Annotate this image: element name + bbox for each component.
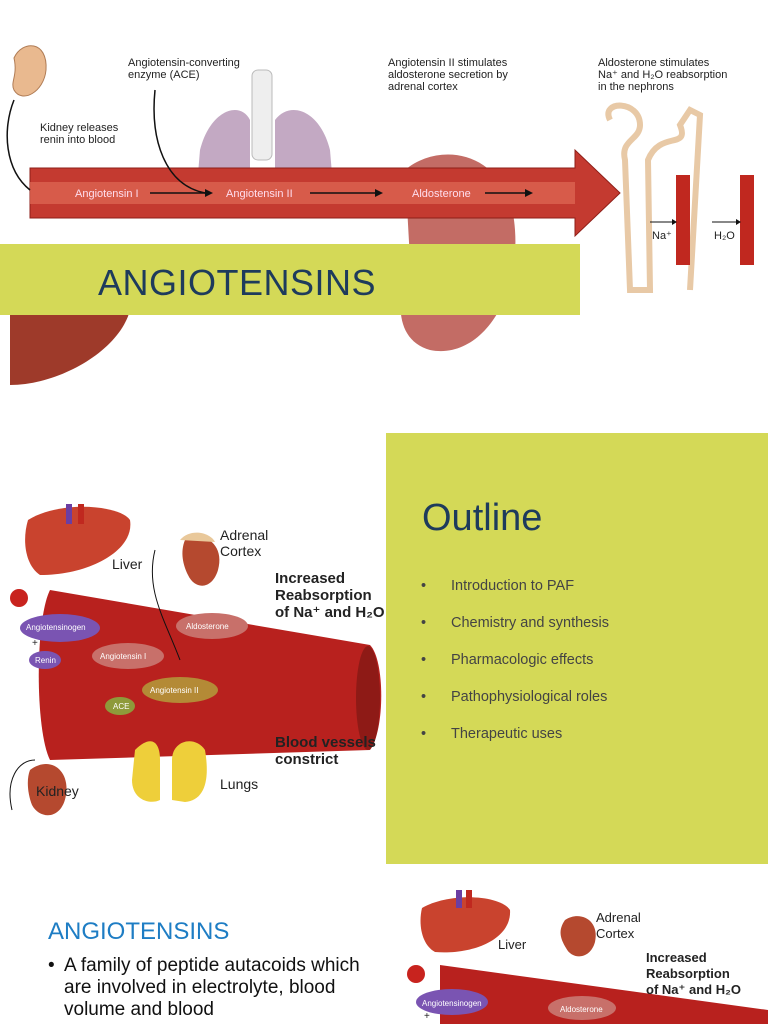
label-na: Na⁺ xyxy=(652,230,672,242)
caption-ace: Angiotensin-converting enzyme (ACE) xyxy=(128,57,240,81)
raas-diagram xyxy=(9,504,382,816)
oval-label-angiotensinogen: Angiotensinogen xyxy=(422,999,482,1008)
oval-label-ace: ACE xyxy=(113,702,130,711)
oval-label-angiotensinogen: Angiotensinogen xyxy=(26,623,86,632)
diagram-label-increased: Increased Reabsorption of Na⁺ and H₂O xyxy=(275,570,385,621)
outline-title: Outline xyxy=(422,497,543,539)
diagram-label-adrenal: Adrenal Cortex xyxy=(220,527,269,559)
kidney-icon xyxy=(12,45,47,97)
renin-oval xyxy=(29,651,61,669)
angiotensin-i-oval xyxy=(92,643,164,669)
oval-label-angiotensin-i: Angiotensin I xyxy=(100,652,147,661)
outline-item: • Pharmacologic effects xyxy=(421,651,609,688)
bullet-icon: • xyxy=(421,652,427,668)
outline-item: • Therapeutic uses xyxy=(421,725,609,762)
diagram-label-lungs: Lungs xyxy=(220,776,259,792)
oval-label-plus: + xyxy=(32,638,38,649)
outline-item: • Introduction to PAF xyxy=(421,577,609,614)
raas-diagram-partial xyxy=(407,890,768,1024)
aldosterone-oval xyxy=(548,996,616,1020)
oval-label-renin: Renin xyxy=(35,656,56,665)
slide-2: Adrenal Cortex Liver Increased Reabsorpt… xyxy=(0,400,768,880)
title-band xyxy=(0,244,580,315)
caption-aldosterone: Aldosterone stimulates Na⁺ and H₂O reabs… xyxy=(598,57,728,93)
blood-vessel xyxy=(38,590,382,760)
bullet-icon: • xyxy=(421,615,427,631)
label-h2o: H₂O xyxy=(714,230,735,242)
diagram-label-blood-vessels: Blood vessels constrict xyxy=(275,734,376,768)
slide-3: ANGIOTENSINS • A family of peptide autac… xyxy=(0,880,768,1024)
blood-cell-icon xyxy=(407,965,425,983)
kidney-icon xyxy=(27,764,67,816)
slide-3-body: • A family of peptide autacoids which ar… xyxy=(48,955,378,1021)
oval-label-aldosterone: Aldosterone xyxy=(560,1005,603,1014)
bullet-icon: • xyxy=(48,955,55,976)
oval-label-angiotensin-ii: Angiotensin II xyxy=(150,686,199,695)
arrow-label-angiotensin-ii: Angiotensin II xyxy=(226,188,293,200)
arrow-label-angiotensin-i: Angiotensin I xyxy=(75,188,139,200)
outline-item-text: Pharmacologic effects xyxy=(451,652,594,668)
liver-icon xyxy=(420,897,511,953)
caption-angiotensin-ii: Angiotensin II stimulates aldosterone se… xyxy=(388,57,508,93)
outline-item-text: Pathophysiological roles xyxy=(451,689,608,705)
slide-3-bullet-text: A family of peptide autacoids which are … xyxy=(64,955,360,1020)
trachea-icon xyxy=(251,69,273,161)
oval-label-aldosterone: Aldosterone xyxy=(186,622,229,631)
diagram-label-kidney: Kidney xyxy=(36,783,79,799)
angiotensinogen-oval xyxy=(416,989,488,1015)
outline-panel xyxy=(386,433,768,864)
slide-3-title: ANGIOTENSINS xyxy=(48,918,230,945)
outline-item-text: Introduction to PAF xyxy=(451,578,575,594)
diagram-label-liver: Liver xyxy=(112,556,143,572)
diagram-label-adrenal: Adrenal Cortex xyxy=(596,910,641,941)
lungs-icon xyxy=(132,741,160,802)
vessel-bar-2 xyxy=(740,175,754,265)
nephron-icon xyxy=(605,102,704,293)
arrow-label-aldosterone: Aldosterone xyxy=(412,188,471,200)
caption-kidney-renin: Kidney releases renin into blood xyxy=(40,122,119,146)
aldosterone-oval xyxy=(176,613,248,639)
bullet-icon: • xyxy=(421,726,427,742)
angiotensinogen-oval xyxy=(20,614,100,642)
outline-list: • Introduction to PAF • Chemistry and synt… xyxy=(421,577,609,762)
liver-icon xyxy=(25,506,131,575)
slide-1: Kidney releases renin into blood Angiote… xyxy=(0,0,768,400)
diagram-label-liver: Liver xyxy=(498,937,527,952)
outline-item: • Chemistry and synthesis xyxy=(421,614,609,651)
vessel-bar-1 xyxy=(676,175,690,265)
slide-1-title: ANGIOTENSINS xyxy=(98,262,377,303)
bullet-icon: • xyxy=(421,689,427,705)
ace-oval xyxy=(105,697,135,715)
angiotensin-ii-oval xyxy=(142,677,218,703)
diagram-label-increased: Increased Reabsorption of Na⁺ and H₂O xyxy=(646,950,741,997)
outline-item-text: Chemistry and synthesis xyxy=(451,615,609,631)
bullet-icon: • xyxy=(421,578,427,594)
adrenal-kidney-icon xyxy=(560,916,596,957)
adrenal-kidney-icon xyxy=(182,536,220,586)
blood-vessel xyxy=(440,965,768,1024)
blood-cell-icon xyxy=(10,589,28,607)
liver-icon xyxy=(10,293,130,385)
outline-item: • Pathophysiological roles xyxy=(421,688,609,725)
oval-label-plus: + xyxy=(424,1011,430,1022)
raas-pathway-illustration xyxy=(6,45,754,385)
outline-item-text: Therapeutic uses xyxy=(451,726,563,742)
